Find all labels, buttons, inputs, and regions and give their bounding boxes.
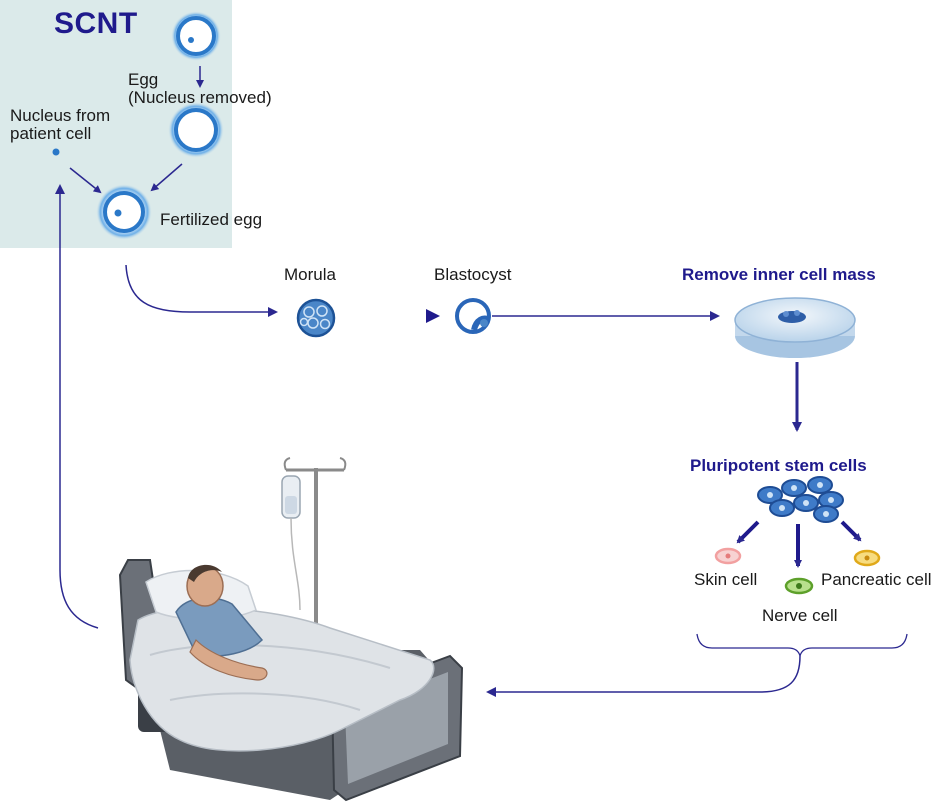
skin-cell-label: Skin cell bbox=[694, 570, 758, 589]
patient-in-bed-illustration bbox=[118, 457, 464, 802]
pancreatic-cell-icon bbox=[853, 549, 881, 567]
arrow-patient-to-nucleus bbox=[55, 184, 99, 629]
blastocyst-label: Blastocyst bbox=[434, 265, 512, 284]
egg-icon bbox=[171, 11, 221, 61]
stem-cell-cluster-icon bbox=[757, 476, 844, 523]
cell-types-bracket bbox=[696, 633, 908, 657]
nucleus-icon bbox=[52, 148, 60, 156]
pluripotent-stem-cells-heading: Pluripotent stem cells bbox=[690, 456, 867, 475]
morula-icon bbox=[296, 298, 336, 338]
arrow-to-skin-cell bbox=[736, 520, 760, 544]
nucleus-label-line2: patient cell bbox=[10, 124, 92, 143]
petri-dish-icon bbox=[734, 297, 856, 358]
fertilized-egg-label: Fertilized egg bbox=[160, 210, 263, 229]
skin-cell-icon bbox=[714, 547, 742, 565]
egg-label: Egg bbox=[128, 70, 159, 89]
stem-cell-nuclei bbox=[767, 482, 834, 517]
arrow-nucleus-to-fertilized bbox=[69, 167, 102, 194]
iv-stand-icon bbox=[281, 457, 347, 640]
fertilized-egg-icon bbox=[96, 184, 152, 240]
morula-label: Morula bbox=[284, 265, 336, 284]
arrow-fertilized-to-morula bbox=[125, 264, 278, 317]
nucleus-label: Nucleus from bbox=[10, 106, 111, 125]
nerve-cell-icon bbox=[784, 577, 814, 595]
arrow-egg-to-fertilized bbox=[150, 163, 183, 192]
egg-label-note: (Nucleus removed) bbox=[128, 88, 272, 107]
arrow-to-pancreatic-cell bbox=[840, 520, 862, 542]
remove-inner-cell-mass-heading: Remove inner cell mass bbox=[682, 265, 876, 284]
pancreatic-cell-label: Pancreatic cell bbox=[821, 570, 932, 589]
blastocyst-icon bbox=[455, 298, 491, 334]
enucleated-egg-icon bbox=[168, 102, 224, 158]
scnt-title: SCNT bbox=[54, 7, 138, 40]
arrow-cells-to-patient bbox=[486, 655, 801, 697]
nerve-cell-label: Nerve cell bbox=[762, 606, 838, 625]
